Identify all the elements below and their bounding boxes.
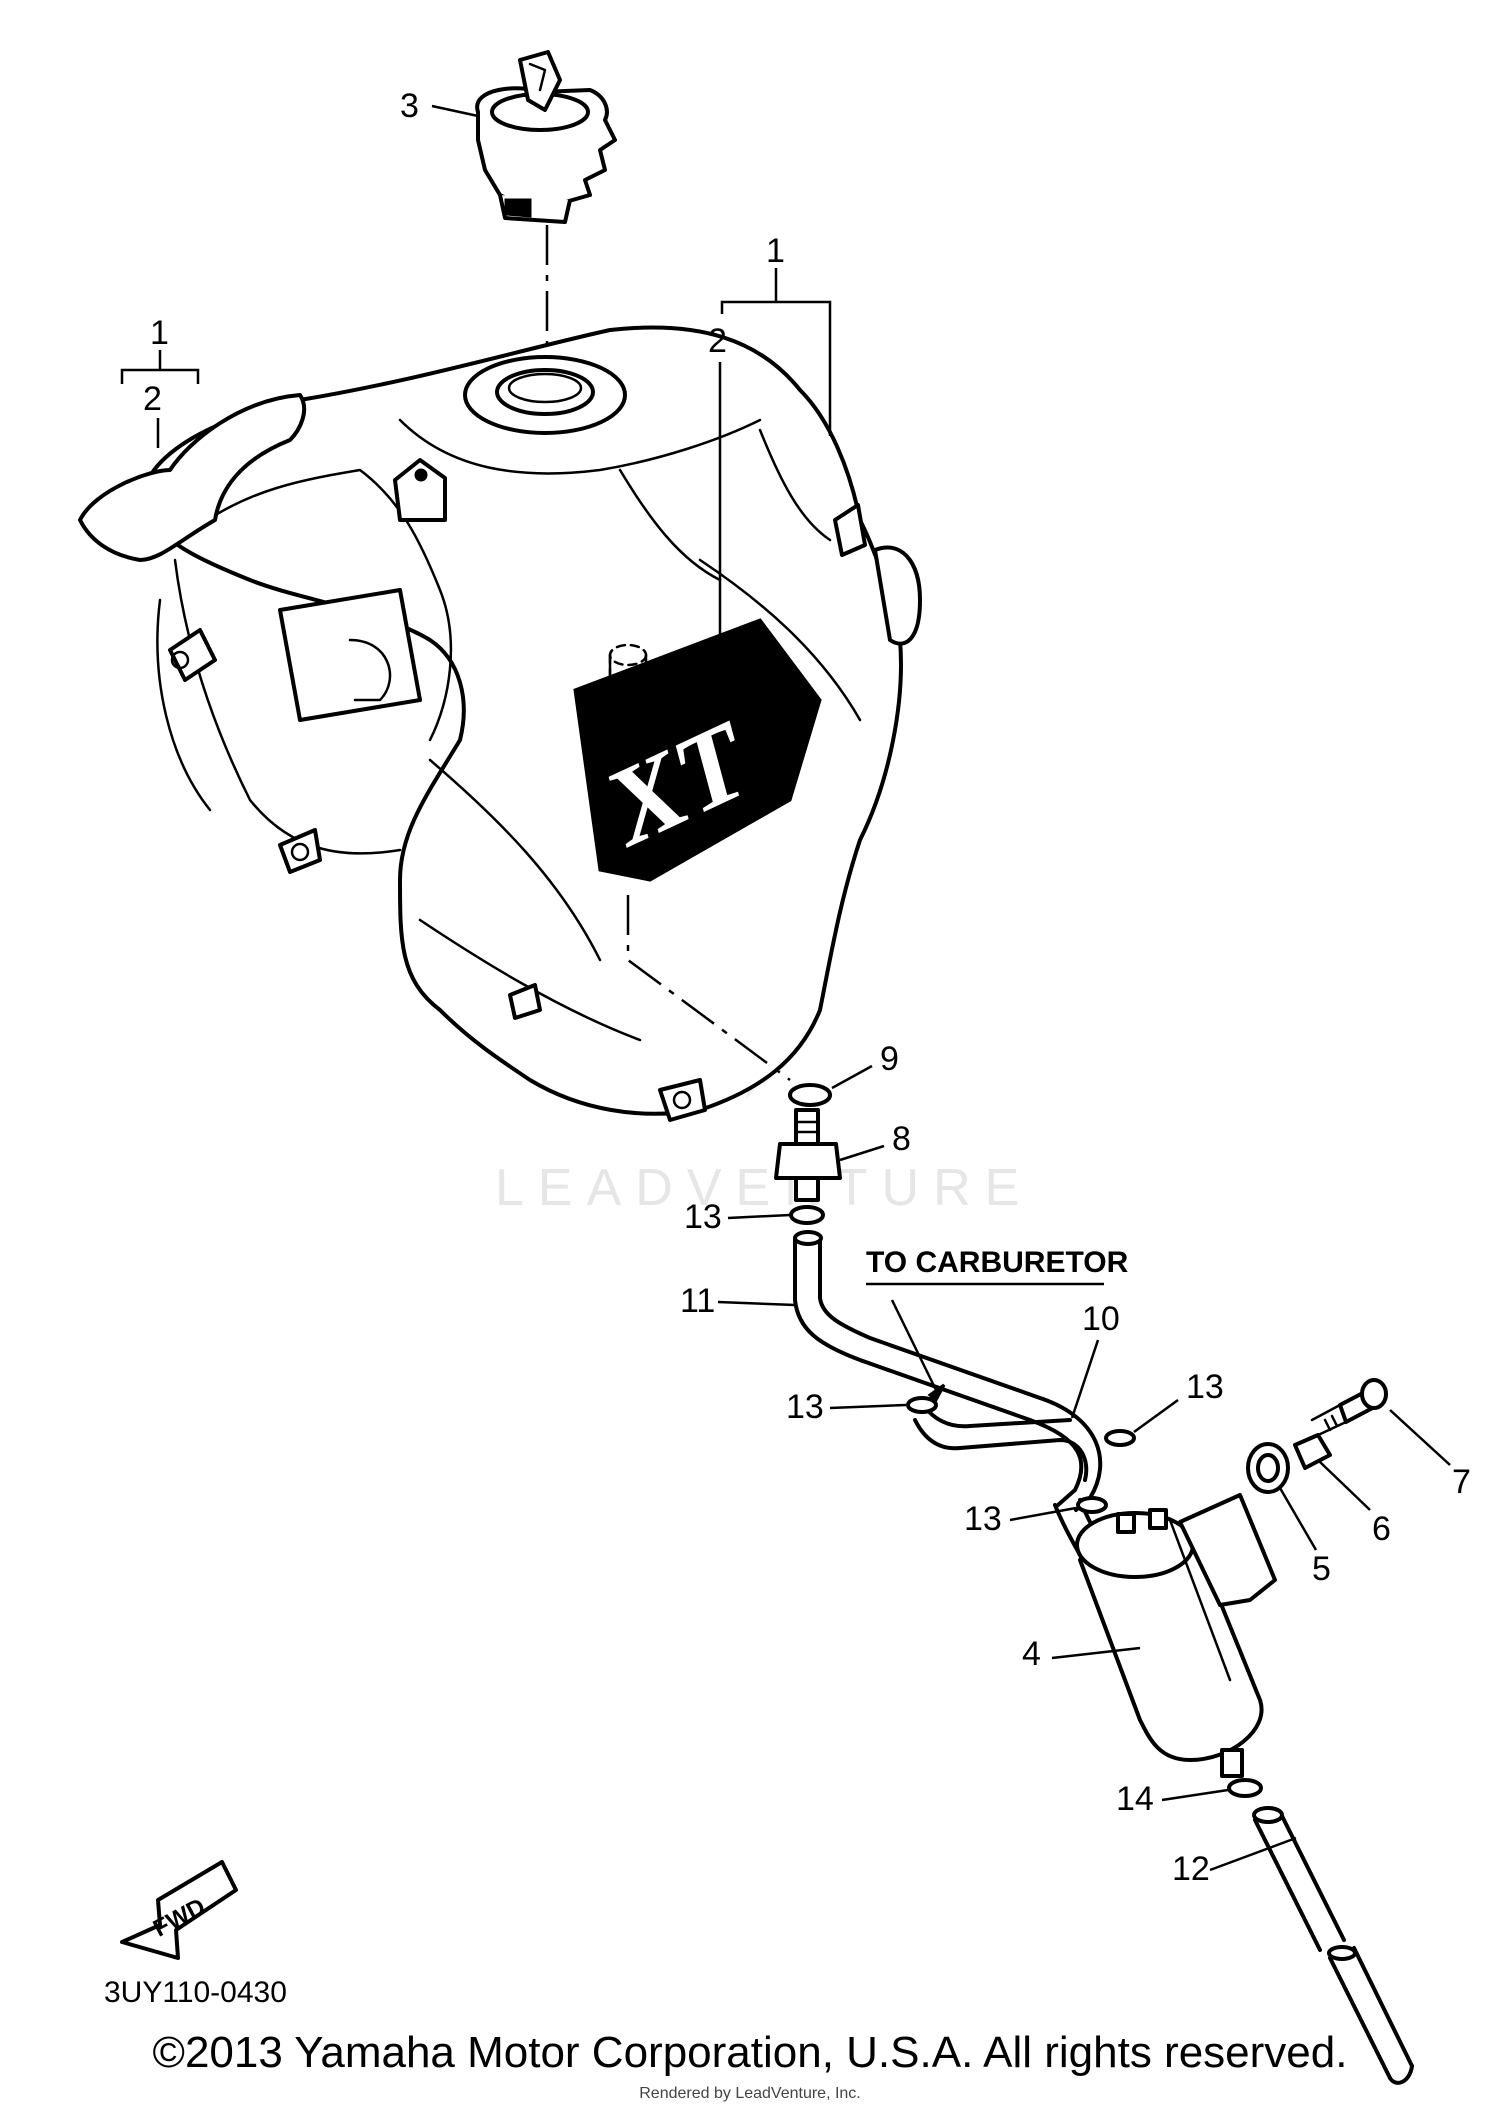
callout-14: 14 bbox=[1116, 1780, 1154, 1818]
callout-11: 11 bbox=[680, 1282, 715, 1320]
hose-clamp bbox=[1227, 1778, 1263, 1798]
fuel-pump bbox=[1075, 1493, 1277, 1778]
callout-group-left: 1 2 bbox=[120, 314, 200, 448]
callout-3: 3 bbox=[400, 87, 419, 125]
tank-to-valve-centerline bbox=[626, 895, 791, 1082]
callout-5: 5 bbox=[1312, 1550, 1331, 1588]
collar bbox=[1293, 1433, 1332, 1470]
callout-group-right: 1 2 bbox=[708, 232, 832, 660]
callout-13-mid-right: 13 bbox=[1186, 1368, 1224, 1406]
callout-4: 4 bbox=[1022, 1635, 1041, 1673]
fuel-valve bbox=[774, 1108, 842, 1202]
diagram-code: 3UY110-0430 bbox=[104, 1976, 287, 2009]
carburetor-hose bbox=[913, 1418, 1089, 1482]
callout-1-right: 1 bbox=[766, 232, 785, 270]
bolt bbox=[1310, 1378, 1388, 1438]
hose-clip bbox=[789, 1205, 825, 1225]
fuel-hose-2 bbox=[1252, 1806, 1414, 2085]
callout-10: 10 bbox=[1082, 1300, 1120, 1338]
callout-8: 8 bbox=[892, 1120, 911, 1158]
callout-13-top: 13 bbox=[684, 1198, 722, 1236]
watermark-text: LEADVENTURE bbox=[495, 1159, 1033, 1217]
rendered-by-text: Rendered by LeadVenture, Inc. bbox=[639, 2085, 861, 2102]
callout-2-right: 2 bbox=[708, 322, 727, 360]
callout-12: 12 bbox=[1172, 1850, 1210, 1888]
forward-arrow: FWD bbox=[120, 1860, 238, 1960]
callout-13-lower: 13 bbox=[964, 1500, 1002, 1538]
callout-13-mid-left: 13 bbox=[786, 1388, 824, 1426]
callout-1-left: 1 bbox=[150, 314, 169, 352]
callout-6: 6 bbox=[1372, 1510, 1391, 1548]
copyright-text: ©2013 Yamaha Motor Corporation, U.S.A. A… bbox=[152, 2028, 1348, 2077]
callout-9: 9 bbox=[880, 1040, 899, 1078]
o-ring bbox=[788, 1083, 832, 1107]
grommet bbox=[1246, 1442, 1290, 1494]
fuel-cap bbox=[475, 50, 617, 224]
note-to-carburetor: TO CARBURETOR bbox=[866, 1246, 1129, 1279]
callout-7: 7 bbox=[1452, 1463, 1471, 1501]
fuel-hose-1 bbox=[793, 1238, 1084, 1507]
callout-2-left: 2 bbox=[143, 380, 162, 418]
fuel-tank: XT bbox=[78, 325, 922, 1122]
